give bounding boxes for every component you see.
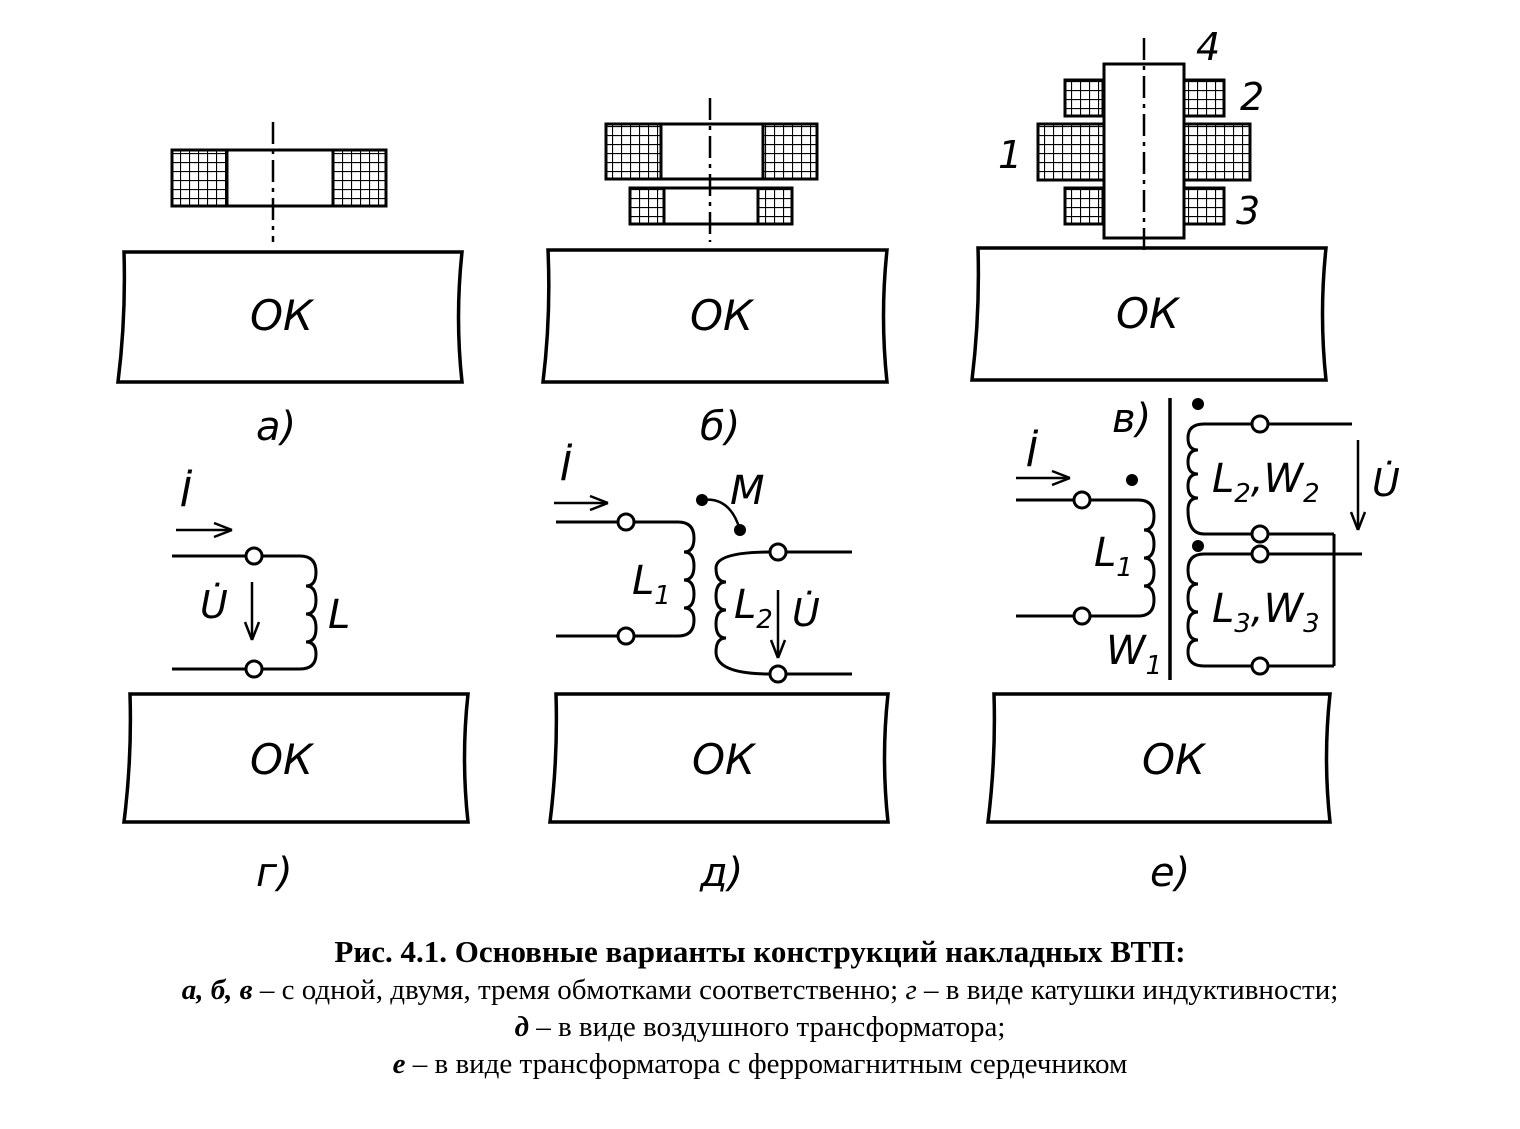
caption-line-2: д – в виде воздушного трансформатора; bbox=[0, 1009, 1520, 1046]
voltage-label: U̇ bbox=[1372, 461, 1400, 505]
label-w1: W1 bbox=[1106, 628, 1162, 681]
caption-line-3: е – в виде трансформатора с ферромагнитн… bbox=[0, 1046, 1520, 1083]
test-object bbox=[548, 692, 890, 824]
test-object bbox=[986, 692, 1332, 824]
terminal-w1-bottom bbox=[1072, 606, 1092, 626]
caption-text-g: – в виде катушки индуктивности; bbox=[916, 974, 1339, 1006]
terminal-w2-bottom bbox=[1250, 524, 1270, 544]
panel-label-e: е) bbox=[1150, 850, 1190, 896]
panel-label-g: г) bbox=[256, 850, 293, 896]
caption-prefix-d: д bbox=[514, 1011, 529, 1043]
terminal-l2-bottom bbox=[768, 664, 788, 684]
inductor-l2 bbox=[1186, 422, 1252, 536]
coil1-winding-left bbox=[604, 122, 663, 181]
current-arrow bbox=[554, 494, 609, 512]
terminal-w3-bottom bbox=[1250, 656, 1270, 676]
test-object bbox=[116, 250, 464, 384]
coil-winding-right bbox=[331, 148, 388, 208]
coil2-winding-right bbox=[1182, 78, 1226, 118]
current-label: İ bbox=[1026, 428, 1039, 476]
caption-prefix-e: е bbox=[392, 1048, 406, 1080]
panel-e: İ L1 W1 L2,W2 U̇ L3,W3 bbox=[986, 398, 1400, 896]
inductor-coil bbox=[262, 554, 318, 671]
caption-text-e: – в виде трансформатора с ферромагнитным… bbox=[405, 1048, 1128, 1080]
label-l2: L2 bbox=[734, 582, 773, 635]
label-l2-w2: L2,W2 bbox=[1212, 456, 1320, 509]
coil1-winding-right bbox=[1182, 122, 1252, 182]
inductor-l1 bbox=[634, 520, 696, 638]
coil1-bore bbox=[659, 122, 765, 181]
terminal-w3-top bbox=[1250, 544, 1270, 564]
panel-a: ОК а) bbox=[116, 122, 464, 450]
terminal-l1-bottom bbox=[616, 626, 636, 646]
current-label: İ bbox=[180, 468, 193, 516]
caption-prefix-g: г bbox=[905, 974, 917, 1006]
label-coil-3: 3 bbox=[1236, 189, 1260, 233]
terminal-w1-top bbox=[1072, 490, 1092, 510]
object-label-d: ОК bbox=[692, 735, 757, 784]
coil1-winding-left bbox=[1036, 122, 1106, 182]
panel-d: İ L1 L2 U̇ M ОК д) bbox=[548, 442, 890, 896]
panel-label-d: д) bbox=[699, 850, 743, 896]
panel-label-a: а) bbox=[256, 404, 296, 450]
inductor-l2 bbox=[714, 550, 771, 676]
caption-text-abv: – с одной, двумя, тремя обмотками соотве… bbox=[252, 974, 906, 1006]
coil3-winding-right bbox=[1182, 186, 1226, 226]
terminal-w2-top bbox=[1250, 414, 1270, 434]
test-object bbox=[970, 246, 1328, 382]
coil1-winding-right bbox=[761, 122, 819, 181]
inductor-l1 bbox=[1090, 498, 1156, 618]
current-arrow bbox=[1016, 469, 1071, 487]
panel-label-b: б) bbox=[700, 404, 740, 450]
terminal-bottom bbox=[244, 659, 264, 679]
dot-marker-w3 bbox=[1192, 540, 1204, 552]
figure-caption: Рис. 4.1. Основные варианты конструкций … bbox=[0, 932, 1520, 1083]
coil2-winding-left bbox=[628, 186, 666, 226]
object-label-a: ОК bbox=[250, 291, 315, 340]
mutual-inductance-arc bbox=[701, 498, 742, 531]
caption-prefix-abv: а, б, в bbox=[181, 974, 253, 1006]
label-l1: L1 bbox=[632, 558, 671, 611]
voltage-label: U̇ bbox=[792, 591, 820, 635]
caption-title: Рис. 4.1. Основные варианты конструкций … bbox=[334, 934, 1186, 969]
panel-label-v: в) bbox=[1112, 396, 1151, 442]
dot-marker-w2 bbox=[1192, 398, 1204, 410]
caption-line-1: а, б, в – с одной, двумя, тремя обмоткам… bbox=[0, 972, 1520, 1009]
coil-winding-left bbox=[170, 148, 229, 208]
label-coil-2: 2 bbox=[1240, 75, 1264, 119]
terminal-l2-top bbox=[768, 542, 788, 562]
voltage-arrow bbox=[243, 582, 261, 641]
current-label: İ bbox=[560, 442, 573, 490]
coil-bore bbox=[225, 148, 335, 208]
test-object bbox=[122, 692, 470, 824]
label-coil-1: 1 bbox=[998, 133, 1022, 177]
coil2-winding-right bbox=[756, 186, 794, 226]
coil3-winding-left bbox=[1063, 186, 1105, 226]
panel-g: İ U̇ L ОК г) bbox=[122, 468, 470, 896]
voltage-label: U̇ bbox=[200, 583, 228, 627]
object-label-b: ОК bbox=[690, 291, 755, 340]
object-label-g: ОК bbox=[250, 735, 315, 784]
caption-text-d: – в виде воздушного трансформатора; bbox=[528, 1011, 1006, 1043]
figure-diagram: ОК а) ОК б) 4 2 1 3 ОК в) İ bbox=[116, 25, 1400, 896]
panel-b: ОК б) bbox=[541, 98, 889, 450]
mutual-label: M bbox=[730, 468, 765, 514]
inductance-label: L bbox=[328, 592, 350, 638]
panel-v: 4 2 1 3 ОК в) bbox=[970, 25, 1328, 442]
voltage-arrow bbox=[769, 590, 787, 659]
coil2-winding-left bbox=[1063, 78, 1105, 118]
inductor-l3 bbox=[1186, 552, 1252, 668]
test-object bbox=[541, 248, 889, 384]
terminal-top bbox=[244, 546, 264, 566]
voltage-arrow bbox=[1349, 440, 1367, 531]
label-core-4: 4 bbox=[1196, 25, 1220, 69]
object-label-v: ОК bbox=[1116, 289, 1181, 338]
object-label-e: ОК bbox=[1142, 735, 1207, 784]
label-l3-w3: L3,W3 bbox=[1212, 586, 1320, 639]
label-l1: L1 bbox=[1094, 530, 1133, 583]
terminal-l1-top bbox=[616, 512, 636, 532]
dot-marker-w1 bbox=[1126, 474, 1138, 486]
current-arrow bbox=[176, 521, 233, 539]
